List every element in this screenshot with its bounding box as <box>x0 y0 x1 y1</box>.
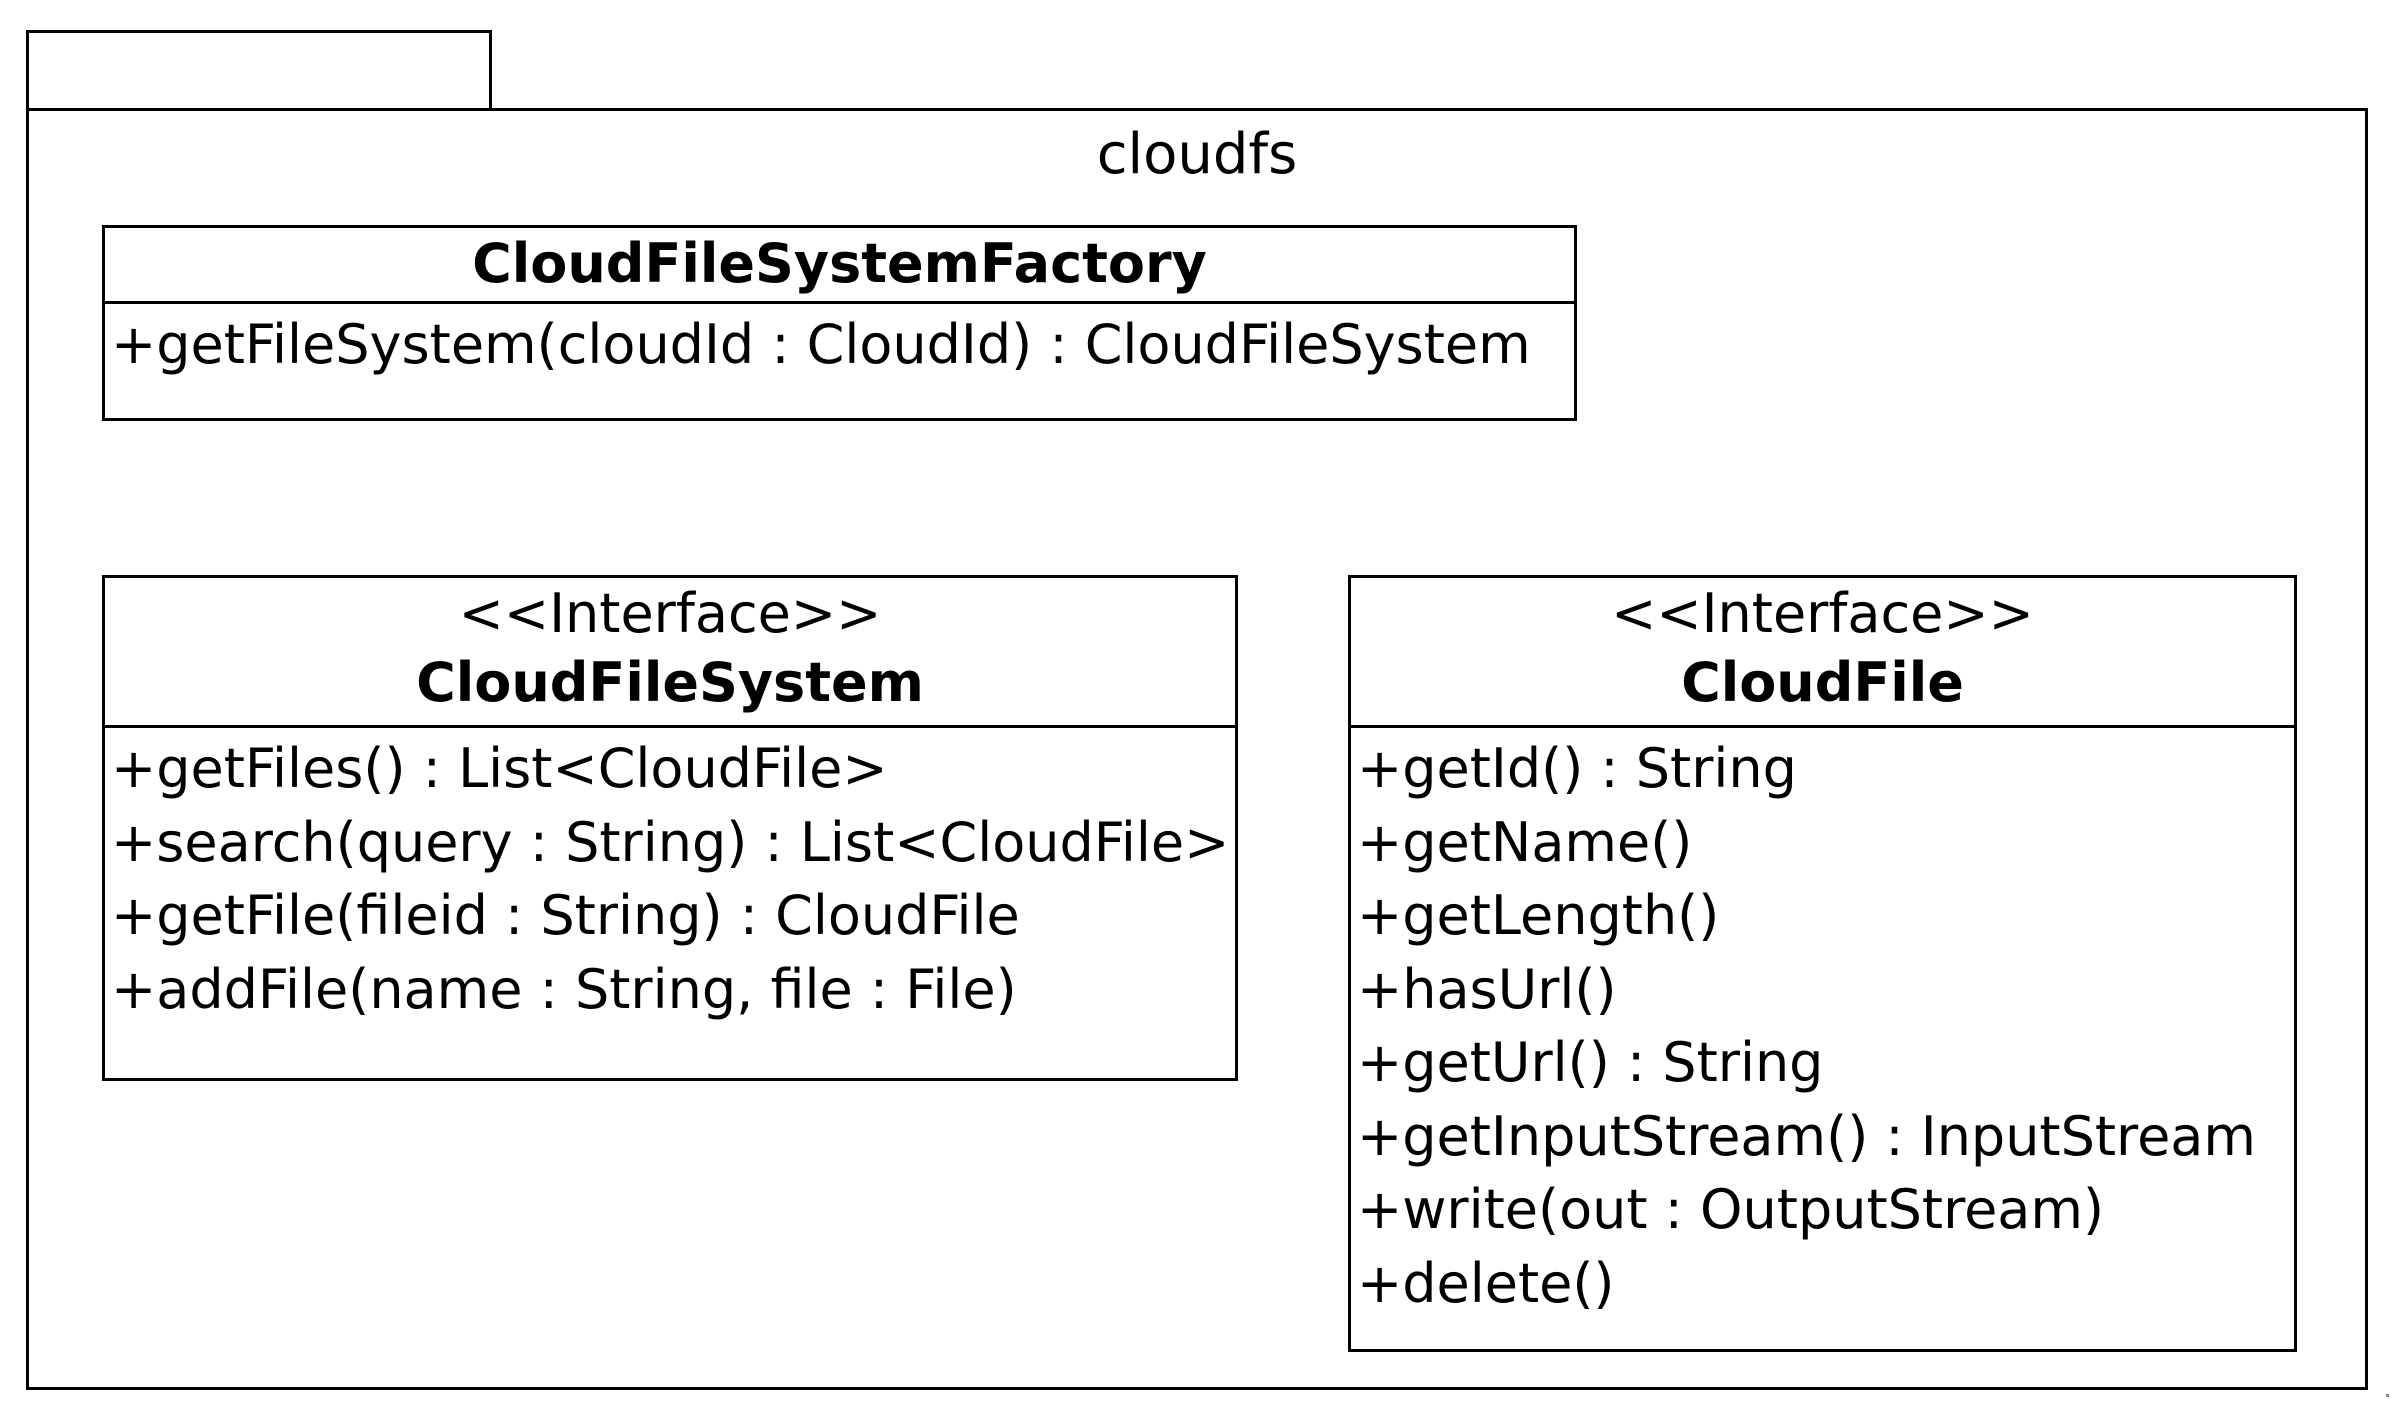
stereotype-label: <<Interface>> <box>458 582 882 645</box>
operations-compartment: +getFiles() : List<CloudFile> +search(qu… <box>105 728 1235 1026</box>
operation: +hasUrl() <box>1357 957 1617 1021</box>
class-name: CloudFile <box>1681 651 1964 714</box>
operation: +getInputStream() : InputStream <box>1357 1104 2256 1168</box>
operation: +getFiles() : List<CloudFile> <box>111 737 888 800</box>
class-header: <<Interface>> CloudFile <box>1351 578 2294 728</box>
operation: +addFile(name : String, file : File) <box>111 957 1017 1021</box>
operation: +getFile(fileid : String) : CloudFile <box>111 884 1020 947</box>
stereotype-label: <<Interface>> <box>1611 582 2034 645</box>
operations-compartment: +getFileSystem(cloudId : CloudId) : Clou… <box>105 304 1574 382</box>
package-cloudfs: cloudfs <box>26 108 2368 1390</box>
class-cloudfilesystemfactory: CloudFileSystemFactory +getFileSystem(cl… <box>102 225 1577 421</box>
operation: +write(out : OutputStream) <box>1357 1178 2105 1241</box>
operation: +getLength() <box>1357 884 1720 947</box>
operations-compartment: +getId() : String +getName() +getLength(… <box>1351 728 2294 1320</box>
class-header: <<Interface>> CloudFileSystem <box>105 578 1235 728</box>
operation: +delete() <box>1357 1251 1615 1315</box>
operation: +getId() : String <box>1357 737 1797 800</box>
operation: +getFileSystem(cloudId : CloudId) : Clou… <box>111 313 1531 376</box>
package-tab <box>26 30 492 110</box>
interface-cloudfile: <<Interface>> CloudFile +getId() : Strin… <box>1348 575 2297 1352</box>
package-name: cloudfs <box>1096 122 1298 187</box>
operation: +getUrl() : String <box>1357 1031 1824 1094</box>
operation: +search(query : String) : List<CloudFile… <box>111 810 1230 874</box>
interface-cloudfilesystem: <<Interface>> CloudFileSystem +getFiles(… <box>102 575 1238 1081</box>
class-name: CloudFileSystemFactory <box>472 232 1207 295</box>
class-name: CloudFileSystem <box>416 651 924 714</box>
operation: +getName() <box>1357 810 1693 874</box>
class-header: CloudFileSystemFactory <box>105 228 1574 304</box>
stray-dot <box>2386 1394 2389 1397</box>
